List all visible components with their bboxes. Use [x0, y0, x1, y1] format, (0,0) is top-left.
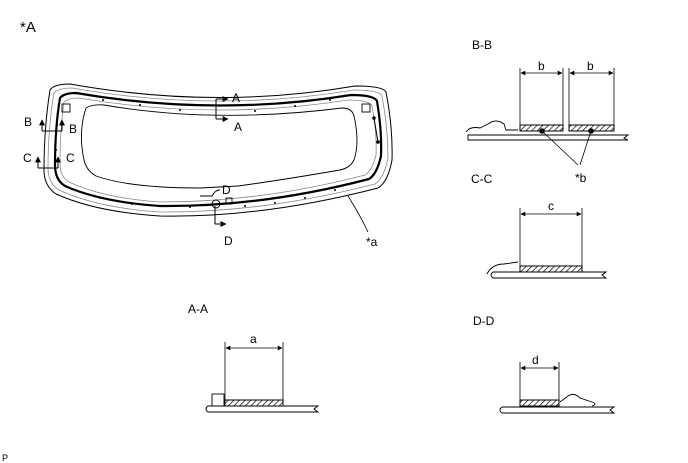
- viewing-area: [81, 104, 358, 189]
- section-aa-title: A-A: [188, 302, 208, 316]
- section-marker-d: [200, 189, 227, 227]
- section-marker-a: [215, 96, 229, 122]
- footer-code: P: [2, 453, 8, 463]
- marker-b-right: B: [69, 122, 77, 136]
- marker-d-top: D: [222, 183, 231, 197]
- callout-seal-strip: *a: [366, 235, 378, 249]
- marker-d-bottom: D: [224, 234, 233, 248]
- callout-adhesive: *b: [575, 171, 587, 185]
- dim-aa: a: [250, 332, 257, 346]
- dim-bb-right: b: [587, 59, 594, 73]
- section-dd: [499, 362, 616, 414]
- section-marker-c: [35, 156, 61, 169]
- section-dd-title: D-D: [473, 314, 495, 328]
- section-bb-title: B-B: [472, 38, 492, 52]
- marker-c-right: C: [66, 151, 75, 165]
- back-glass-view: [43, 83, 393, 233]
- strip-aa: [224, 399, 284, 407]
- marker-b-left: B: [24, 115, 32, 129]
- marker-c-left: C: [23, 151, 32, 165]
- section-marker-b: [39, 119, 65, 132]
- section-cc: [486, 208, 608, 279]
- strip-cc: [519, 265, 583, 273]
- dim-cc: c: [548, 199, 554, 213]
- strip-dd: [519, 399, 560, 407]
- section-cc-title: C-C: [471, 172, 493, 186]
- dim-dd: d: [532, 353, 539, 367]
- marker-a-top: A: [232, 91, 240, 105]
- section-aa: [205, 342, 320, 413]
- marker-a-bottom: A: [234, 120, 242, 134]
- section-bb: [465, 68, 630, 166]
- seal-strip: [53, 91, 383, 208]
- dim-bb-left: b: [538, 59, 545, 73]
- glass-outer-edge: [43, 83, 393, 217]
- figure-label: *A: [20, 19, 36, 36]
